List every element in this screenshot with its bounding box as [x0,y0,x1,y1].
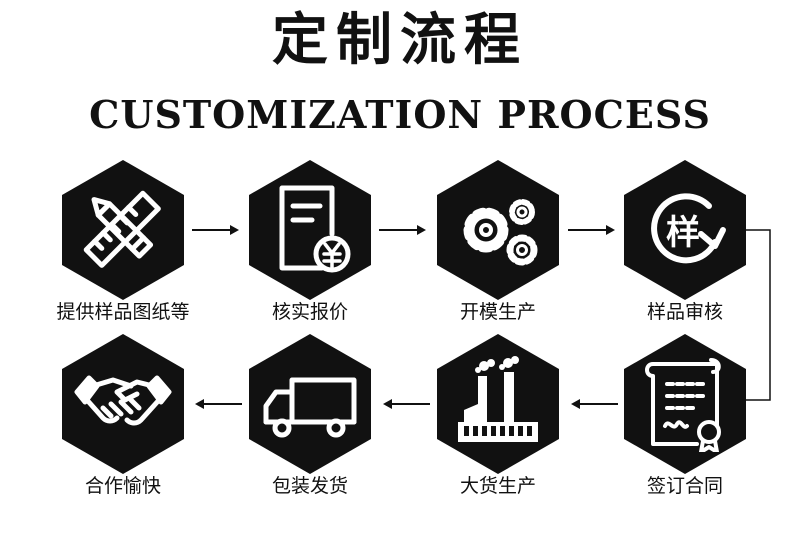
ruler-pencil-icon [73,182,173,278]
page-title: 定制流程 [272,8,528,73]
step-sign-contract: 签订合同 [605,334,765,509]
arrow-right-icon [568,225,615,235]
step-sample-review: 样 样品审核 [605,160,765,335]
step-label: 签订合同 [646,475,723,497]
arrow-left-icon [571,399,618,409]
step-label: 包装发货 [271,475,348,497]
gears-icon [448,182,548,278]
step-provide-samples: 提供样品图纸等 [43,160,203,335]
step-mass-production: 大货生产 [418,334,578,509]
handshake-icon [73,356,173,452]
step-label: 合作愉快 [84,475,161,497]
contract-seal-icon [635,356,735,454]
step-cooperation: 合作愉快 [43,334,203,509]
step-label: 核实报价 [271,301,348,323]
sample-cycle-icon: 样 [635,182,735,278]
arrow-right-icon [379,225,426,235]
arrow-right-icon [192,225,239,235]
arrow-left-icon [383,399,430,409]
step-label: 开模生产 [459,301,536,323]
step-verify-quote: 核实报价 [230,160,390,335]
step-label: 大货生产 [459,475,536,497]
factory-icon [448,356,548,452]
truck-icon [260,356,360,452]
step-package-ship: 包装发货 [230,334,390,509]
sample-character: 样 [666,213,700,253]
document-price-icon [260,182,360,278]
arrow-left-icon [195,399,242,409]
connector-line [742,229,771,401]
page-subtitle: CUSTOMIZATION PROCESS [89,92,711,137]
step-label: 样品审核 [646,301,723,323]
step-mold-production: 开模生产 [418,160,578,335]
step-label: 提供样品图纸等 [56,301,190,323]
